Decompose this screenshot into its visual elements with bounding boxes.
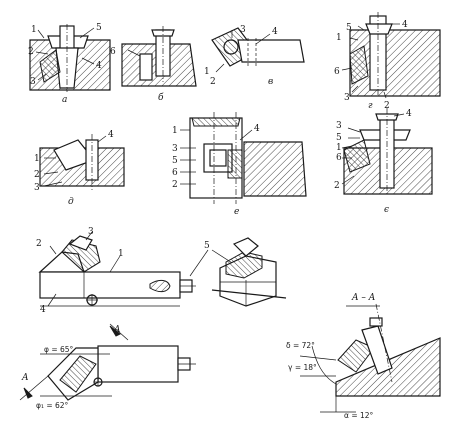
fig-d-callout-3: 3 <box>34 183 40 193</box>
figure-d: 1 2 3 4 д <box>34 130 125 207</box>
holder-callout-3: 3 <box>88 227 94 237</box>
holder-callout-2: 2 <box>36 239 42 249</box>
holder-callout-1: 1 <box>118 249 124 259</box>
fig-d-callout-1: 1 <box>34 154 40 164</box>
fig-a-callout-3: 3 <box>30 77 36 87</box>
figure-v: 1 2 3 4 в <box>204 25 305 87</box>
fig-g-callout-3: 3 <box>344 93 350 103</box>
fig-v-callout-4: 4 <box>272 27 278 37</box>
figure-a: 1 2 3 4 5 а <box>28 23 111 105</box>
fig-e-callout-6: 6 <box>172 168 178 178</box>
tool-holder-plan-view: φ = 65° φ₁ = 62° A A <box>19 323 196 410</box>
fig-a-callout-5: 5 <box>96 23 102 33</box>
fig-e-callout-3: 3 <box>172 144 178 154</box>
fig-e-caption: е <box>234 207 239 217</box>
fig-d-caption: д <box>68 197 74 207</box>
fig-v-callout-2: 2 <box>210 77 216 87</box>
fig-e-callout-2: 2 <box>172 180 178 190</box>
fig-ye-callout-6: 6 <box>336 153 342 163</box>
fig-g-callout-2: 2 <box>384 101 390 111</box>
holder-callout-4: 4 <box>40 305 46 315</box>
fig-ye-callout-1: 1 <box>336 143 342 153</box>
fig-g-caption: г <box>368 101 373 111</box>
figure-g: 1 2 3 4 5 6 г <box>334 12 441 111</box>
figure-e: 1 2 3 4 5 6 е <box>172 112 307 217</box>
fig-e-callout-5: 5 <box>172 156 178 166</box>
plan-angle-phi: φ = 65° <box>44 345 74 354</box>
plan-section-mark-left: A <box>21 373 29 383</box>
fig-e-callout-1: 1 <box>172 126 178 136</box>
plan-angle-phi1: φ₁ = 62° <box>36 401 69 410</box>
fig-b-callout-6: 6 <box>110 47 116 57</box>
fig-ye-caption: є <box>384 205 389 215</box>
fig-g-callout-1: 1 <box>336 33 342 43</box>
fig-v-caption: в <box>268 77 273 87</box>
fig-d-callout-2: 2 <box>34 170 40 180</box>
section-title: A – A <box>351 293 376 303</box>
fig-ye-callout-3: 3 <box>336 121 342 131</box>
fig-ye-callout-4: 4 <box>406 109 412 119</box>
figure-ye: 1 2 3 4 5 6 є <box>334 108 433 215</box>
fig-v-callout-1: 1 <box>204 67 210 77</box>
fig-a-callout-1: 1 <box>31 25 37 35</box>
tool-holder-side-view: 2 3 1 4 5 <box>36 227 241 315</box>
section-a-a: A – A δ = 72° γ = 18° α = 12° <box>286 293 441 420</box>
fig-g-callout-5: 5 <box>346 23 352 33</box>
fig-g-callout-4: 4 <box>402 20 408 30</box>
fig-e-callout-4: 4 <box>254 124 260 134</box>
clamp-isometric-view <box>211 237 287 307</box>
section-angle-gamma: γ = 18° <box>288 363 317 372</box>
section-angle-delta: δ = 72° <box>286 341 315 350</box>
fig-ye-callout-5: 5 <box>336 133 342 143</box>
fig-a-callout-4: 4 <box>96 61 102 71</box>
fig-b-caption: б <box>158 92 164 103</box>
fig-a-callout-2: 2 <box>28 47 34 57</box>
fig-v-callout-3: 3 <box>240 25 246 35</box>
fig-a-caption: а <box>62 95 67 105</box>
fig-ye-callout-2: 2 <box>334 181 340 191</box>
holder-callout-5: 5 <box>204 241 210 251</box>
section-angle-alpha: α = 12° <box>344 411 374 420</box>
fig-g-callout-6: 6 <box>334 67 340 77</box>
fig-d-callout-4: 4 <box>108 130 114 140</box>
plan-section-mark-top: A <box>113 325 121 335</box>
figure-b: 6 б <box>110 26 197 103</box>
